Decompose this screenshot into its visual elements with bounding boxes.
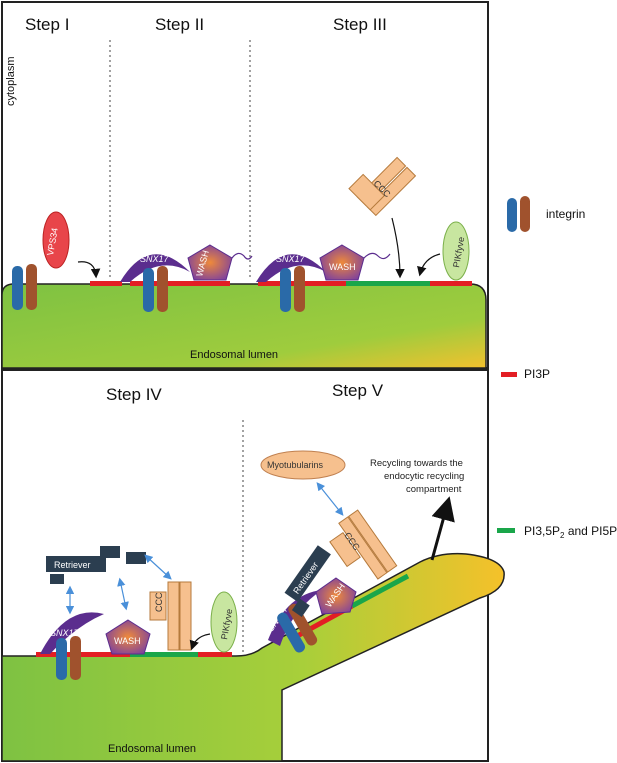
- snx17-step3: [256, 254, 326, 282]
- wash-step3: [319, 244, 365, 281]
- pi35p2-patch-step3: [346, 281, 430, 286]
- step-3-title: Step III: [333, 15, 387, 34]
- pi35p2-patch-step5: [350, 573, 410, 609]
- snx17-label-step4: SNX17: [50, 628, 80, 638]
- vps34-protein: VPS34: [42, 211, 70, 269]
- step-2-title: Step II: [155, 15, 204, 34]
- ccc-arrow-step3: [391, 217, 405, 279]
- legend-integrin-label: integrin: [546, 207, 585, 221]
- wash-label-step3: WASH: [329, 262, 356, 272]
- myotubularins-label: Myotubularins: [267, 460, 324, 470]
- integrin-step4: [56, 636, 81, 680]
- recycling-arrow: [430, 496, 455, 561]
- pikfyve-arrow-step3: [417, 253, 441, 277]
- cytoplasm-label: cytoplasm: [5, 56, 17, 106]
- retriever-label-step4: Retriever: [54, 560, 91, 570]
- ccc-step4: CCC: [149, 581, 192, 651]
- pikfyve-step3: PIKfyve: [442, 221, 470, 281]
- vps34-arrow: [77, 261, 101, 279]
- snx17-step2: [120, 254, 190, 282]
- top-panel: Step I Step II Step III cytoplasm Endoso…: [1, 1, 489, 369]
- pi3p-patch-step3b: [430, 281, 472, 286]
- integrin-step3: [280, 266, 305, 312]
- integrin-step2: [143, 266, 168, 312]
- step-4-title: Step IV: [106, 385, 162, 404]
- snx17-label-step2: SNX17: [140, 254, 170, 264]
- step-5-title: Step V: [332, 381, 384, 400]
- pikfyve-arrow-step4: [189, 633, 211, 651]
- pi3p-patch-step4a: [36, 652, 130, 657]
- recycling-note-line1: Recycling towards the: [370, 458, 463, 469]
- retriever-step4: Retriever: [46, 546, 146, 584]
- wash-tail-step2: [231, 252, 253, 260]
- bottom-panel: Step IV Step V Endosomal lumen SNX17 WAS…: [1, 369, 505, 762]
- pi3p-patch-step2: [130, 281, 230, 286]
- legend-pi35p2-swatch: [497, 528, 515, 533]
- bottom-lumen: [1, 552, 505, 762]
- legend-integrin-icon: [507, 196, 530, 232]
- integrin-step1: [12, 264, 37, 310]
- step-1-title: Step I: [25, 15, 69, 34]
- top-lumen-label: Endosomal lumen: [190, 349, 278, 361]
- legend-pi3p-label: PI3P: [524, 367, 550, 381]
- legend-pi35p2-label: PI3,5P2 and PI5P: [524, 524, 617, 540]
- snx17-label-step3: SNX17: [276, 254, 306, 264]
- ccc-step5: [329, 509, 398, 580]
- recycling-note-line2: endocytic recycling: [384, 471, 464, 482]
- pi35p2-patch-step4: [130, 652, 198, 657]
- pi3p-patch-step1: [90, 281, 122, 286]
- pi3p-patch-step4b: [198, 652, 232, 657]
- retriever-ccc-arrow: [144, 554, 172, 580]
- myotubularins: Myotubularins: [260, 450, 346, 480]
- wash-step2: [187, 244, 233, 281]
- integrin-step5: [277, 603, 318, 653]
- wash-label-step4: WASH: [114, 636, 141, 646]
- bottom-lumen-label: Endosomal lumen: [108, 743, 196, 755]
- ccc-label-step4: CCC: [154, 592, 164, 612]
- legend: integrin PI3P PI3,5P2 and PI5P: [497, 196, 617, 540]
- ccc-step3: [348, 156, 417, 217]
- recycling-note-line3: compartment: [406, 484, 462, 495]
- retriever-wash-arrow: [117, 577, 129, 611]
- legend-pi3p-swatch: [501, 372, 517, 377]
- snx17-step5: [268, 590, 322, 646]
- wash-step5: [315, 577, 357, 615]
- wash-step4: [105, 619, 151, 655]
- pikfyve-step4: PIKfyve: [210, 591, 238, 653]
- vps34-label: VPS34: [45, 227, 60, 256]
- wash-tail-step3: [363, 252, 391, 260]
- myotubularins-ccc-arrow: [316, 482, 344, 516]
